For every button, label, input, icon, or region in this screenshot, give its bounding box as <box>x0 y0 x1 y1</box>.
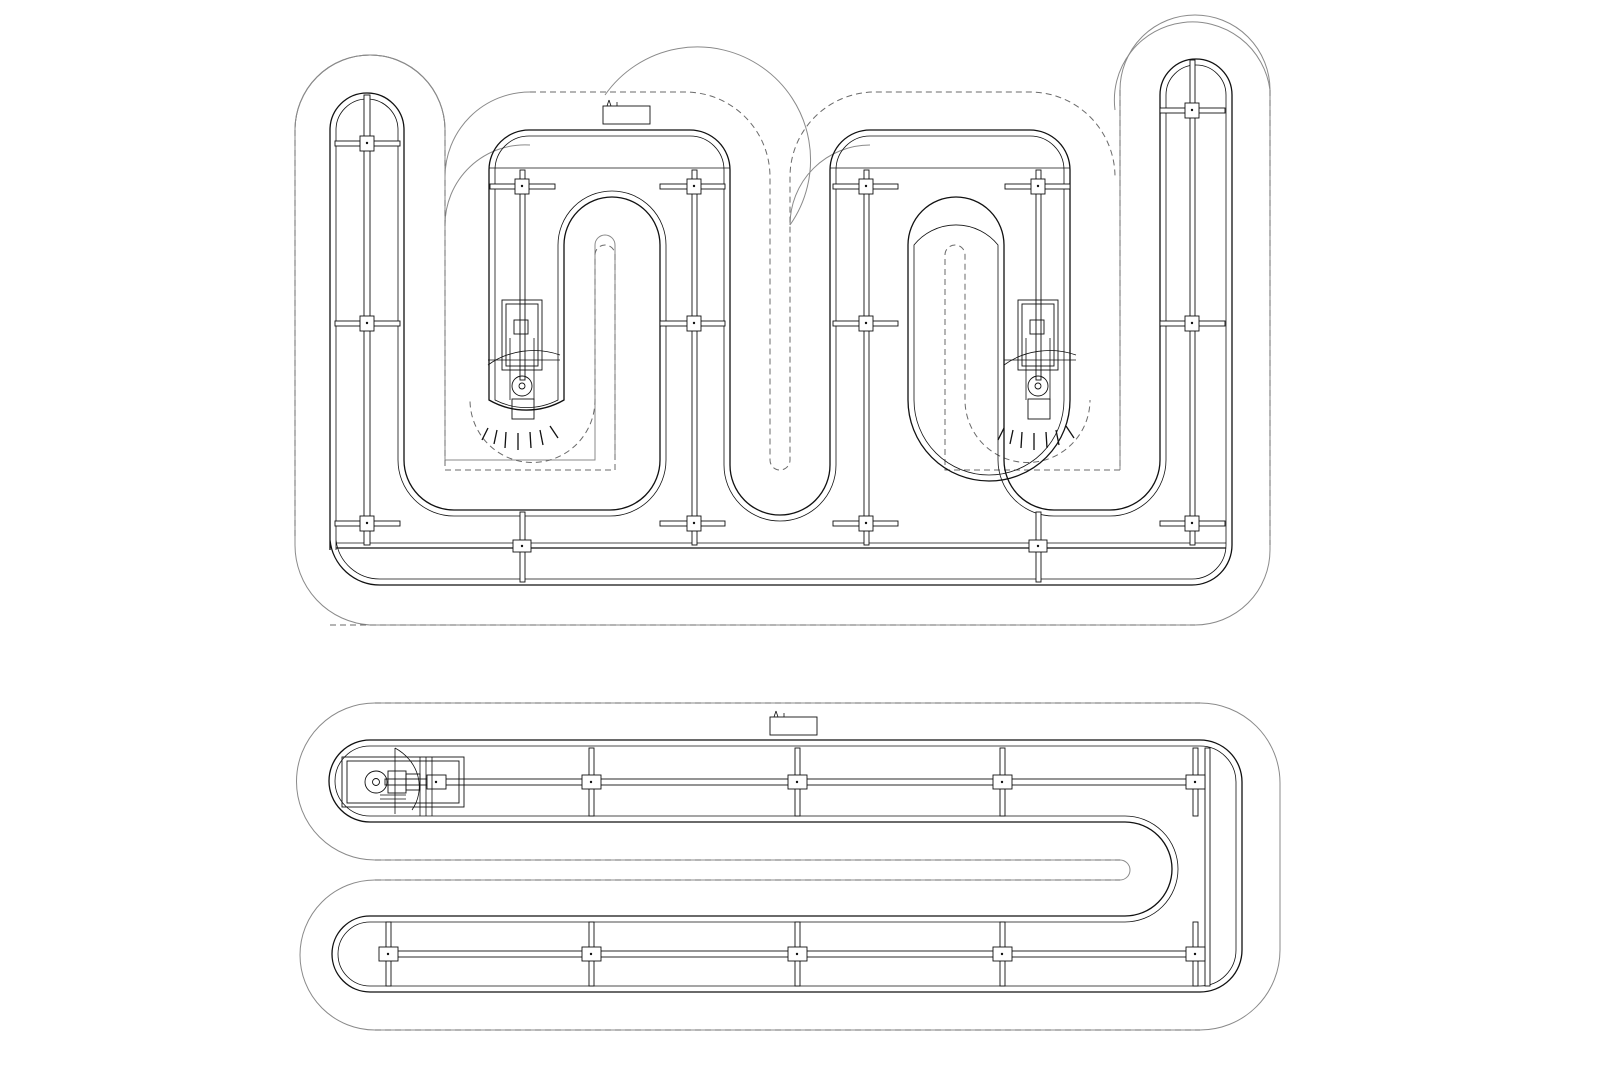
top-outer-arcs <box>294 21 1271 178</box>
bottom-drive-unit <box>341 747 465 816</box>
top-drive-unit-right <box>997 299 1077 450</box>
bottom-lower-beam <box>382 950 1191 958</box>
bottom-conveyor-view <box>296 702 1281 1031</box>
top-conveyor-view <box>294 14 1271 626</box>
drive-motor-left <box>511 375 533 397</box>
bottom-outer-boundary <box>296 702 1281 1031</box>
top-control-box <box>602 99 651 125</box>
top-serpentine-rail-outer <box>329 58 1233 586</box>
top-outer-boundary <box>294 54 616 540</box>
top-dashed-boundary <box>294 90 1271 626</box>
bottom-lower-supports <box>378 921 1206 987</box>
top-clamps <box>359 102 1200 553</box>
bottom-rail-inner <box>334 745 1237 987</box>
bottom-upper-beam <box>384 778 1191 786</box>
bottom-upper-supports <box>426 747 1206 817</box>
bottom-rail-outer <box>328 739 1243 993</box>
bottom-drive-motor <box>364 770 388 794</box>
top-cross-bars <box>334 107 1226 527</box>
bottom-end-post <box>1204 747 1211 987</box>
drive-motor-right <box>1027 375 1049 397</box>
bottom-dashed-boundary <box>375 702 1200 1031</box>
top-serpentine-rail-inner <box>335 64 1227 580</box>
bottom-control-box <box>769 710 818 736</box>
top-drive-unit-left <box>481 299 561 450</box>
